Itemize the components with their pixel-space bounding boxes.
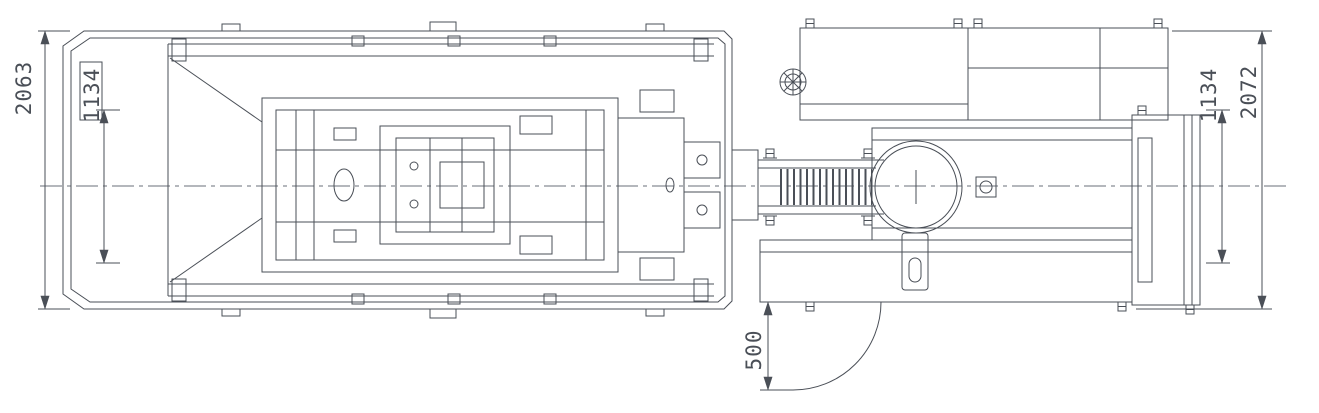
front-coupler-block	[617, 89, 721, 281]
door-swing-arc	[760, 301, 882, 391]
left-machine-outline	[62, 30, 733, 310]
top-right-box	[967, 27, 1169, 121]
bottom-box	[759, 239, 1133, 303]
dim-label-right-outer: 2072	[1237, 65, 1261, 120]
dim-swing-radius: 500	[742, 301, 773, 391]
fan-gear-icon	[779, 68, 807, 96]
dim-label-swing-radius: 500	[742, 330, 766, 371]
top-rail	[168, 35, 714, 62]
right-end-panel	[1131, 114, 1201, 306]
dim-right-inner: 1134	[1197, 68, 1230, 264]
lower-arm	[901, 232, 929, 291]
right-machine-assembly	[759, 18, 1201, 315]
middle-band	[871, 127, 1133, 241]
central-frame	[261, 97, 619, 273]
dim-left-outer: 2063	[12, 30, 70, 310]
turntable-circle	[869, 140, 963, 234]
dim-label-left-inner: 1134	[80, 68, 104, 123]
dimension-annotations: 2063 1134 1134 2072 500	[12, 30, 1272, 391]
bottom-rail	[168, 278, 714, 305]
left-frame-bay	[79, 44, 263, 296]
coupling-conveyor	[731, 148, 884, 226]
left-machine-assembly	[62, 21, 733, 319]
dim-right-outer: 2072	[1136, 30, 1272, 310]
dim-left-inner: 1134	[80, 68, 120, 264]
dim-label-left-outer: 2063	[12, 61, 36, 116]
top-left-box	[799, 27, 969, 121]
dim-label-right-inner: 1134	[1197, 68, 1221, 123]
